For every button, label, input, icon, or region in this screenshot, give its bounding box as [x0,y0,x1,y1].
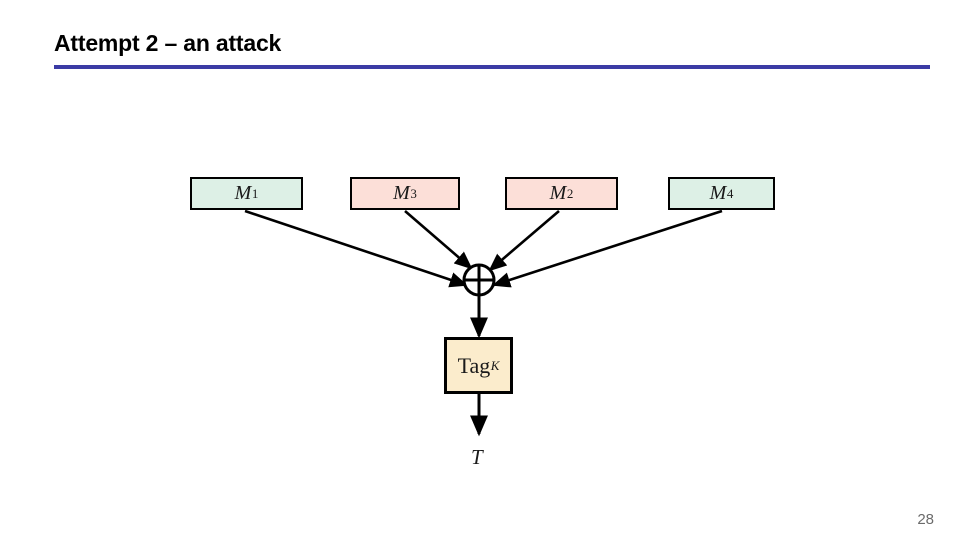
edge-m3-xor [404,210,473,270]
output-tag-label: T [471,445,483,469]
message-block-m3-label: M [393,182,410,204]
page-title: Attempt 2 – an attack [54,30,282,56]
edge-m2-xor [488,210,560,272]
message-block-m2-label: M [549,182,567,204]
message-block-m1-label: M [234,182,252,204]
message-block-m4-subscript: 4 [726,185,734,201]
edge-m1-xor [244,209,468,288]
tag-function-label: Tag [457,352,491,378]
title-divider [54,65,930,69]
edge-m4-xor [492,209,723,288]
message-block-m3-subscript: 3 [410,185,417,201]
page-number: 28 [917,511,934,528]
message-block-m4-label: M [709,182,727,204]
tag-function-key-subscript: K [490,357,500,373]
message-block-m2-subscript: 2 [566,185,574,201]
message-block-m1-subscript: 1 [251,185,259,201]
